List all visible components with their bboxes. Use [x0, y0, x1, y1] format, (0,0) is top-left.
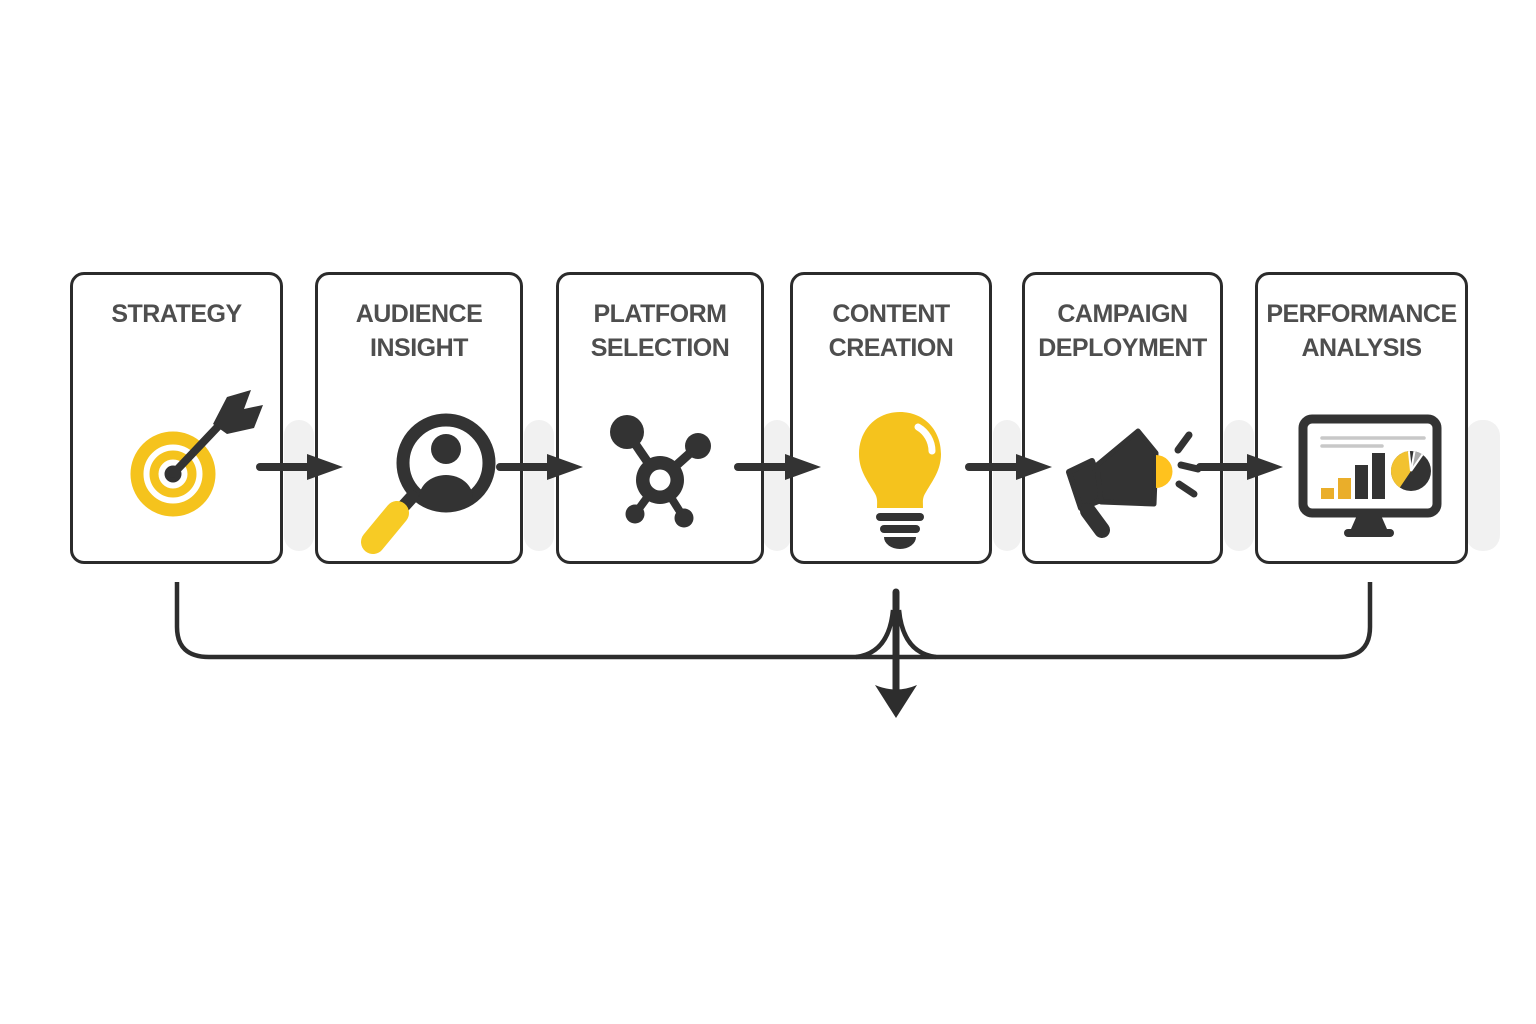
flow-arrow-1 — [256, 454, 343, 480]
flow-arrow-3 — [734, 454, 821, 480]
magnifier-user-icon — [361, 413, 496, 554]
feedback-bracket — [174, 582, 1373, 718]
step-title: PLATFORM SELECTION — [590, 300, 730, 362]
step-box-content-creation: CONTENT CREATION — [790, 272, 992, 564]
megaphone-icon — [1066, 428, 1202, 538]
flow-arrow-4 — [965, 454, 1052, 480]
feedback-arrow — [875, 588, 917, 718]
lightbulb-icon — [859, 412, 941, 549]
background-blob — [284, 420, 314, 551]
step-title: AUDIENCE INSIGHT — [355, 300, 483, 362]
step-title: STRATEGY — [111, 300, 242, 328]
background-blob — [993, 420, 1021, 551]
step-box-campaign-deployment: CAMPAIGN DEPLOYMENT — [1022, 272, 1223, 564]
step-box-audience-insight: AUDIENCE INSIGHT — [315, 272, 523, 564]
background-blob — [524, 420, 554, 551]
network-icon — [610, 415, 711, 528]
background-blob — [1466, 420, 1500, 551]
background-blob — [1224, 420, 1254, 551]
step-box-strategy: STRATEGY — [70, 272, 283, 564]
step-title: CONTENT CREATION — [828, 300, 954, 362]
step-title: PERFORMANCE ANALYSIS — [1266, 300, 1457, 362]
background-blob — [763, 420, 791, 551]
target-icon — [130, 390, 263, 517]
step-box-performance-analysis: PERFORMANCE ANALYSIS — [1255, 272, 1468, 564]
step-box-platform-selection: PLATFORM SELECTION — [556, 272, 764, 564]
flow-arrow-5 — [1196, 454, 1283, 480]
flow-arrow-2 — [496, 454, 583, 480]
monitor-chart-icon — [1298, 414, 1442, 537]
step-title: CAMPAIGN DEPLOYMENT — [1038, 300, 1207, 362]
